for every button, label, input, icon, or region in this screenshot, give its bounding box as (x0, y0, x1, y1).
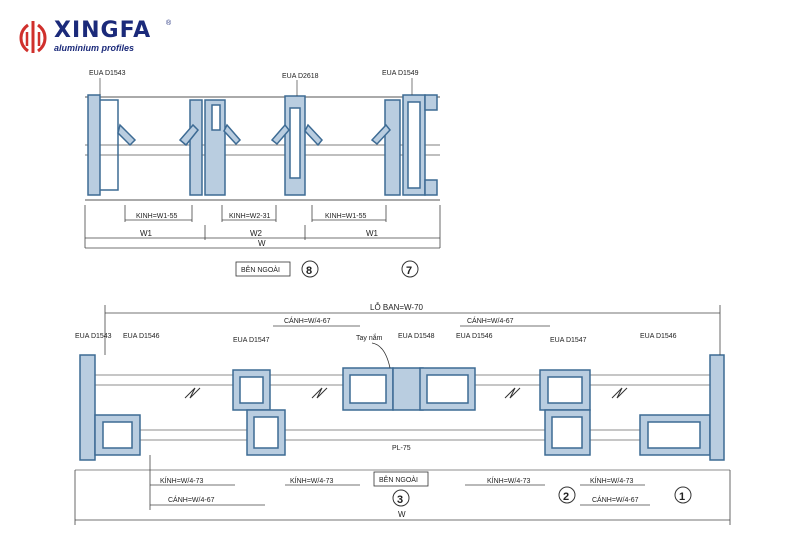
logo-mark-icon (19, 21, 47, 53)
top-width-center: W2 (250, 229, 263, 238)
top-callout-8: 8 (306, 265, 312, 277)
bottom-sash-left: CÁNH=W/4-67 (284, 316, 331, 325)
brand-tagline: aluminium profiles (54, 43, 135, 53)
callout-1: 1 (679, 491, 685, 503)
label-eua-d1546-mid: EUA D1546 (456, 333, 493, 340)
top-profiles (87, 94, 438, 196)
top-glass-center: KINH=W2-31 (229, 213, 271, 220)
top-section-drawing (85, 96, 440, 201)
registered-mark: ® (166, 20, 172, 27)
label-eua-d1547-left: EUA D1547 (233, 337, 270, 344)
bottom-overall-width: W (398, 510, 406, 519)
callout-2: 2 (563, 491, 569, 503)
top-label-center: EUA D2618 (282, 73, 319, 80)
top-glass-left: KINH=W1-55 (136, 213, 178, 220)
top-dimension-lines (84, 205, 441, 249)
bottom-profiles (79, 354, 725, 461)
top-outside-label: BÊN NGOÀI (241, 265, 280, 274)
bottom-outside-label: BÊN NGOÀI (379, 475, 418, 484)
callout-3: 3 (397, 494, 403, 506)
top-width-right: W1 (366, 229, 379, 238)
label-eua-d1547-right: EUA D1547 (550, 337, 587, 344)
label-eua-d1543: EUA D1543 (75, 333, 112, 340)
bottom-glass-4: KÍNH=W/4-73 (590, 476, 633, 485)
bottom-sash-br: CÁNH=W/4-67 (592, 495, 639, 504)
bottom-sash-right: CÁNH=W/4-67 (467, 316, 514, 325)
bottom-glass-1: KÍNH=W/4-73 (160, 476, 203, 485)
bottom-dimension-lines (74, 305, 731, 525)
top-callout-7: 7 (406, 265, 412, 277)
top-glass-right: KINH=W1-55 (325, 213, 367, 220)
handle-label: Tay nắm (356, 333, 383, 342)
top-label-right: EUA D1549 (382, 70, 419, 77)
top-width-left: W1 (140, 229, 153, 238)
bottom-sash-bl: CÁNH=W/4-67 (168, 495, 215, 504)
xingfa-logo: XINGFA ® aluminium profiles (18, 18, 218, 58)
brand-name: XINGFA (54, 18, 152, 43)
label-eua-d1546-left: EUA D1546 (123, 333, 160, 340)
bottom-breaks (184, 387, 628, 399)
top-label-left: EUA D1543 (89, 70, 126, 77)
bottom-pl-label: PL-75 (392, 445, 411, 452)
bottom-opening-dim: LỖ BAN=W-70 (370, 303, 424, 312)
bottom-glass-3: KÍNH=W/4-73 (487, 476, 530, 485)
label-eua-d1546-right: EUA D1546 (640, 333, 677, 340)
bottom-glass-2: KÍNH=W/4-73 (290, 476, 333, 485)
top-overall-width: W (258, 239, 266, 248)
label-eua-d1548: EUA D1548 (398, 333, 435, 340)
